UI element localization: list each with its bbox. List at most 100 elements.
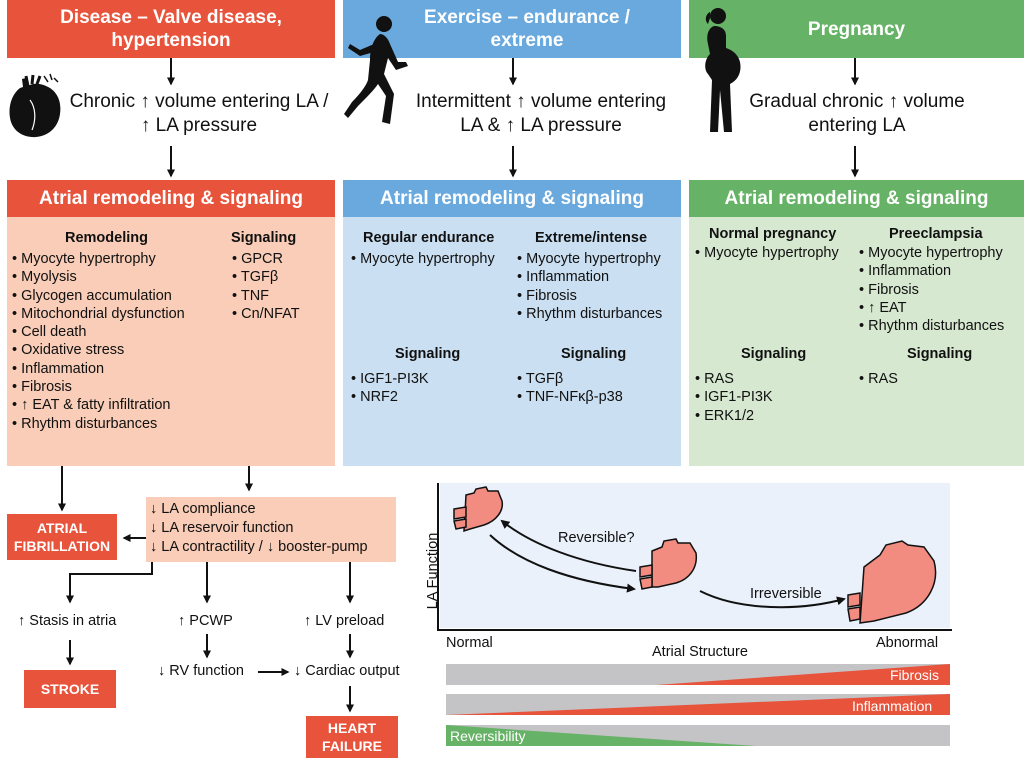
- disease-signaling-list: GPCR TGFβ TNF Cn/NFAT: [232, 250, 300, 323]
- list-item: Cell death: [12, 323, 185, 341]
- normal-atrium-icon: [453, 486, 504, 533]
- intermediate-atrium-icon: [639, 538, 698, 590]
- list-item: Inflammation: [859, 262, 1004, 280]
- exercise-header: Exercise – endurance / extreme: [343, 0, 681, 58]
- pregnancy-signaling-title-2: Signaling: [907, 346, 973, 362]
- disease-cause: Chronic ↑ volume entering LA / ↑ LA pres…: [69, 91, 329, 136]
- arrow-reversible: [500, 519, 637, 572]
- atria-progression: [453, 486, 937, 624]
- cardiac-output: ↓ Cardiac output: [294, 663, 400, 679]
- graph-y-axis: [437, 483, 439, 631]
- disease-header: Disease – Valve disease, hypertension: [7, 0, 335, 58]
- exercise-signaling-list-1: IGF1-PI3K NRF2: [351, 370, 429, 407]
- list-item: Mitochondrial dysfunction: [12, 305, 185, 323]
- list-item: IGF1-PI3K: [695, 388, 773, 406]
- pregnant-woman-icon: [705, 8, 741, 132]
- list-item: RAS: [695, 370, 773, 388]
- list-item: ERK1/2: [695, 407, 773, 425]
- list-item: Myocyte hypertrophy: [351, 250, 495, 268]
- reversibility-label: Reversibility: [450, 728, 526, 744]
- pregnancy-panel: Atrial remodeling & signaling Normal pre…: [689, 180, 1024, 466]
- runner-icon: [344, 16, 408, 124]
- arrow-forward: [489, 534, 636, 593]
- la-reservoir-function: ↓ LA reservoir function: [150, 520, 294, 536]
- graph-x-left: Normal: [446, 635, 493, 651]
- rv-function: ↓ RV function: [158, 663, 244, 679]
- fibrosis-label: Fibrosis: [890, 667, 940, 683]
- list-item: Myolysis: [12, 268, 185, 286]
- list-item: TNF-NFκβ-p38: [517, 388, 623, 406]
- pcwp: ↑ PCWP: [178, 613, 233, 629]
- list-item: Fibrosis: [517, 287, 662, 305]
- preeclampsia-list: Myocyte hypertrophy Inflammation Fibrosi…: [859, 244, 1004, 335]
- heart-icon: [9, 73, 61, 138]
- exercise-signaling-title-1: Signaling: [395, 346, 461, 362]
- pregnancy-cause: Gradual chronic ↑ volume entering LA: [749, 91, 965, 136]
- la-compliance: ↓ LA compliance: [150, 501, 256, 517]
- stroke-box: STROKE: [24, 670, 116, 708]
- list-item: TNF: [232, 287, 300, 305]
- exercise-cause: Intermittent ↑ volume entering LA & ↑ LA…: [415, 91, 667, 136]
- list-item: Myocyte hypertrophy: [12, 250, 185, 268]
- pregnancy-signaling-list-1: RAS IGF1-PI3K ERK1/2: [695, 370, 773, 425]
- stasis-in-atria: ↑ Stasis in atria: [18, 613, 117, 629]
- irreversible-label: Irreversible: [750, 586, 822, 602]
- pregnancy-signaling-title-1: Signaling: [741, 346, 807, 362]
- graph-x-axis: [437, 629, 952, 631]
- extreme-list: Myocyte hypertrophy Inflammation Fibrosi…: [517, 250, 662, 323]
- exercise-signaling-list-2: TGFβ TNF-NFκβ-p38: [517, 370, 623, 407]
- inflammation-label: Inflammation: [852, 698, 933, 714]
- graph-x-right: Abnormal: [876, 635, 939, 651]
- normal-pregnancy-title: Normal pregnancy: [709, 226, 837, 242]
- graph-x-label: Atrial Structure: [652, 644, 748, 660]
- list-item: ↑ EAT & fatty infiltration: [12, 396, 185, 414]
- lv-preload: ↑ LV preload: [304, 613, 385, 629]
- list-item: TGFβ: [517, 370, 623, 388]
- disease-header-label: Disease – Valve disease, hypertension: [60, 7, 282, 51]
- pregnancy-header: Pregnancy: [689, 0, 1024, 58]
- extreme-title: Extreme/intense: [535, 230, 648, 246]
- regular-endurance-list: Myocyte hypertrophy: [351, 250, 495, 268]
- exercise-header-label: Exercise – endurance / extreme: [424, 7, 630, 51]
- abnormal-atrium-icon: [847, 540, 937, 624]
- reversibility-bar-fill: [446, 725, 756, 746]
- remodeling-title: Remodeling: [65, 230, 148, 246]
- list-item: Myocyte hypertrophy: [859, 244, 1004, 262]
- list-item: Rhythm disturbances: [517, 305, 662, 323]
- list-item: ↑ EAT: [859, 299, 1004, 317]
- pregnancy-header-label: Pregnancy: [807, 18, 906, 40]
- disease-panel: Atrial remodeling & signaling Remodeling…: [7, 180, 335, 466]
- exercise-panel-title: Atrial remodeling & signaling: [343, 180, 681, 217]
- list-item: Myocyte hypertrophy: [695, 244, 839, 262]
- exercise-panel: Atrial remodeling & signaling Regular en…: [343, 180, 681, 466]
- pregnancy-signaling-list-2: RAS: [859, 370, 898, 388]
- list-item: Inflammation: [517, 268, 662, 286]
- list-item: NRF2: [351, 388, 429, 406]
- list-item: Rhythm disturbances: [859, 317, 1004, 335]
- list-item: GPCR: [232, 250, 300, 268]
- list-item: TGFβ: [232, 268, 300, 286]
- inflammation-bar-fill: [446, 694, 950, 715]
- regular-endurance-title: Regular endurance: [363, 230, 495, 246]
- list-item: Glycogen accumulation: [12, 287, 185, 305]
- normal-pregnancy-list: Myocyte hypertrophy: [695, 244, 839, 262]
- list-item: Fibrosis: [12, 378, 185, 396]
- preeclampsia-title: Preeclampsia: [889, 226, 983, 242]
- atrial-fibrillation-box: ATRIAL FIBRILLATION: [7, 514, 117, 560]
- list-item: RAS: [859, 370, 898, 388]
- remodeling-list: Myocyte hypertrophy Myolysis Glycogen ac…: [12, 250, 185, 433]
- list-item: Oxidative stress: [12, 341, 185, 359]
- list-item: Cn/NFAT: [232, 305, 300, 323]
- fibrosis-bar-fill: [656, 664, 950, 685]
- reversible-label: Reversible?: [558, 530, 635, 546]
- list-item: IGF1-PI3K: [351, 370, 429, 388]
- disease-panel-title: Atrial remodeling & signaling: [7, 180, 335, 217]
- arrow-irreversible: [699, 590, 846, 609]
- la-effects-box: ↓ LA compliance ↓ LA reservoir function …: [146, 497, 396, 562]
- gradient-bars: [446, 664, 950, 746]
- heart-failure-box: HEART FAILURE: [306, 716, 398, 758]
- list-item: Fibrosis: [859, 281, 1004, 299]
- disease-signaling-title: Signaling: [231, 230, 297, 246]
- la-contractility: ↓ LA contractility / ↓ booster-pump: [150, 539, 368, 555]
